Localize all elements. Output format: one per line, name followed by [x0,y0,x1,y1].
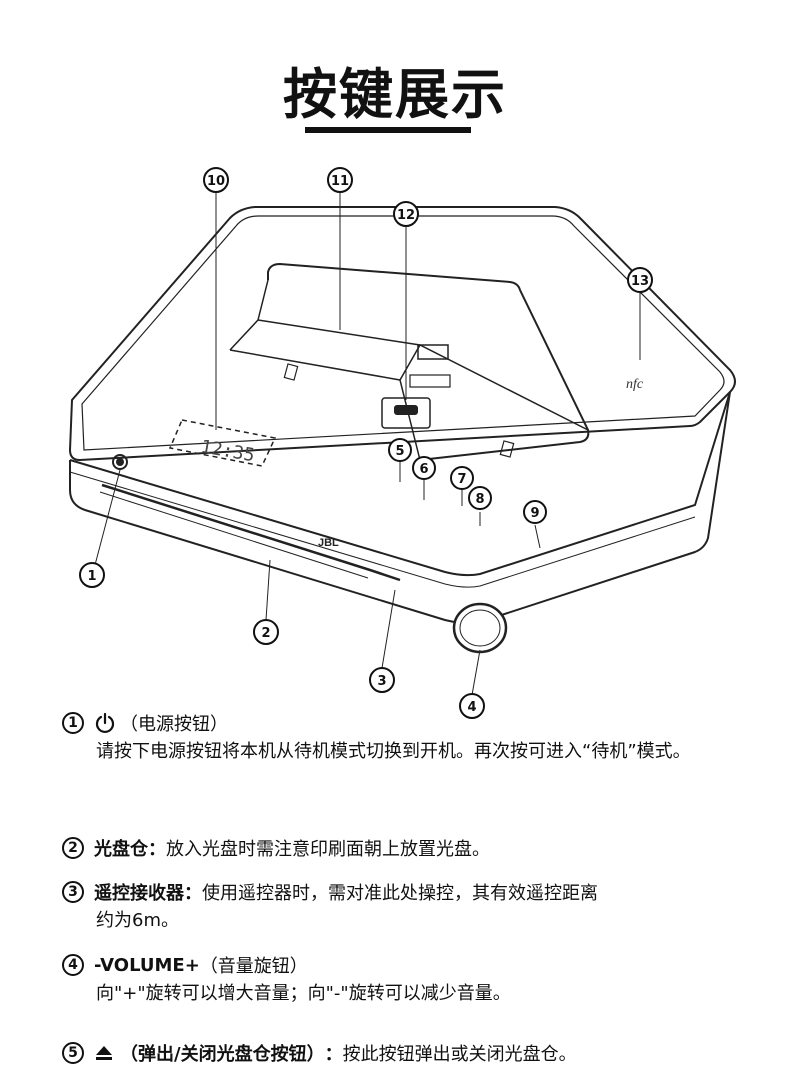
callout-6: 6 [412,456,436,480]
callout-12: 12 [393,201,419,227]
item-separator: ： [184,883,202,904]
svg-text:13: 13 [631,274,649,289]
item-body: 约为6m。 [96,910,179,931]
power-button [112,454,128,470]
item-label: -VOLUME+ [94,954,200,976]
svg-text:2: 2 [261,626,270,641]
page-title: 按键展示 [283,63,507,126]
item-3: 3 遥控接收器 ： 使用遥控器时，需对准此处操控，其有效遥控距离 约为6m。 [62,877,762,935]
callout-8: 8 [468,486,492,510]
callout-10: 10 [203,167,229,193]
nfc-label: nfc [626,377,644,392]
svg-text:12: 12 [397,208,415,223]
eject-icon [96,1046,112,1060]
svg-text:11: 11 [331,174,349,189]
svg-text:7: 7 [457,472,466,487]
item-label: （弹出/关闭光盘仓按钮） [120,1044,325,1065]
item-4: 4 -VOLUME+ （音量旋钮） 向"+"旋转可以增大音量；向"-"旋转可以减… [62,950,762,1008]
callout-5: 5 [388,438,412,462]
item-description: 放入光盘时需注意印刷面朝上放置光盘。 [166,839,490,860]
brand-logo: JBL [318,537,339,549]
svg-text:5: 5 [395,444,404,459]
item-separator: ： [148,839,166,860]
item-2: 2 光盘仓 ： 放入光盘时需注意印刷面朝上放置光盘。 [62,833,762,863]
svg-text:4: 4 [467,700,476,715]
item-description: 使用遥控器时，需对准此处操控，其有效遥控距离 [202,883,598,904]
svg-text:3: 3 [377,674,386,689]
item-body: 向"+"旋转可以增大音量；向"-"旋转可以减少音量。 [96,983,511,1004]
item-5: 5 （弹出/关闭光盘仓按钮） ： 按此按钮弹出或关闭光盘仓。 [62,1038,762,1068]
item-subtitle: （电源按钮） [120,714,228,735]
product-diagram: 12:35 JBL nfc 10 11 12 13 5 6 7 8 9 1 2 … [68,167,736,719]
item-subtitle: （音量旋钮） [199,956,308,977]
callout-1: 1 [79,562,105,588]
item-body: 请按下电源按钮将本机从待机模式切换到开机。再次按可进入“待机”模式。 [96,741,691,762]
item-1: 1 （电源按钮） 请按下电源按钮将本机从待机模式切换到开机。再次按可进入“待机”… [62,708,762,766]
callout-3: 3 [369,667,395,693]
item-label: 光盘仓 [94,839,148,860]
svg-text:1: 1 [87,569,96,584]
svg-text:9: 9 [530,506,539,521]
callout-13: 13 [627,267,653,293]
callout-4: 4 [459,693,485,719]
item-number: 4 [62,954,84,976]
callout-9: 9 [523,500,547,524]
dock-back [267,262,590,461]
item-number: 5 [62,1042,84,1064]
title-underline [305,127,471,133]
device-top-surface [68,206,736,462]
disc-slot [101,483,401,582]
device-front-face [69,391,731,625]
item-number: 2 [62,837,84,859]
display-window [168,419,277,467]
item-label: 遥控接收器 [94,883,184,904]
callout-7: 7 [450,466,474,490]
svg-text:8: 8 [475,492,484,507]
item-number: 3 [62,881,84,903]
svg-text:10: 10 [207,174,225,189]
callout-2: 2 [253,619,279,645]
svg-text:6: 6 [419,462,428,477]
callout-11: 11 [327,167,353,193]
item-description: 按此按钮弹出或关闭光盘仓。 [342,1044,577,1065]
item-separator: ： [324,1044,343,1065]
volume-knob [452,602,508,654]
power-icon [95,712,115,734]
item-number: 1 [62,712,84,734]
